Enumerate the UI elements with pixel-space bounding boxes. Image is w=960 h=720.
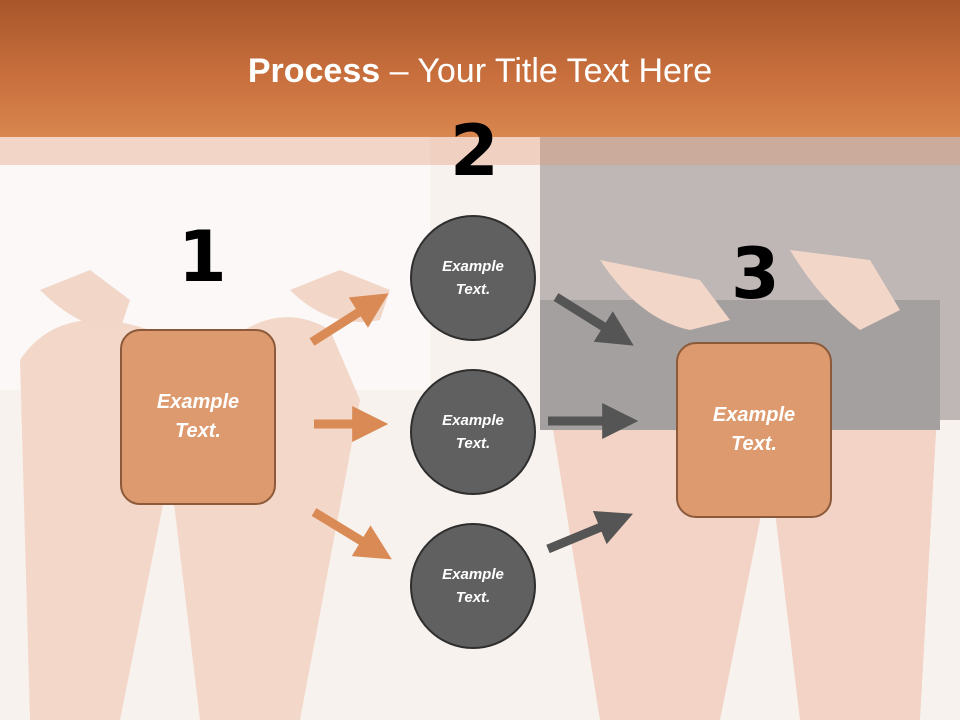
step-number-2: 2 <box>450 110 499 192</box>
title-bold: Process <box>247 52 381 90</box>
slide-title: Process – Your Title Text Here <box>0 52 960 91</box>
circle-3-line2: Text. <box>455 589 491 606</box>
circle-1-line2: Text. <box>455 281 491 298</box>
circle-2-line2: Text. <box>455 435 491 452</box>
right-box-line1: Example <box>712 404 796 426</box>
circle-3-line1: Example <box>442 566 504 583</box>
right-box-line2: Text. <box>731 433 777 455</box>
circle-2-line1: Example <box>442 412 504 429</box>
step-number-3: 3 <box>731 233 780 315</box>
title-band <box>0 0 960 137</box>
circle-1-line1: Example <box>442 258 504 275</box>
arrow-box-to-circle-3 <box>311 508 392 560</box>
step-number-1: 1 <box>178 216 227 298</box>
title-rest: – Your Title Text Here <box>380 52 713 90</box>
arrow-circle-1-to-box <box>553 293 634 346</box>
arrow-circle-3-to-box <box>546 510 633 554</box>
left-box-line1: Example <box>156 391 240 413</box>
left-box-line2: Text. <box>175 420 221 442</box>
title-strip <box>0 137 960 165</box>
arrow-box-to-circle-1 <box>309 293 389 346</box>
